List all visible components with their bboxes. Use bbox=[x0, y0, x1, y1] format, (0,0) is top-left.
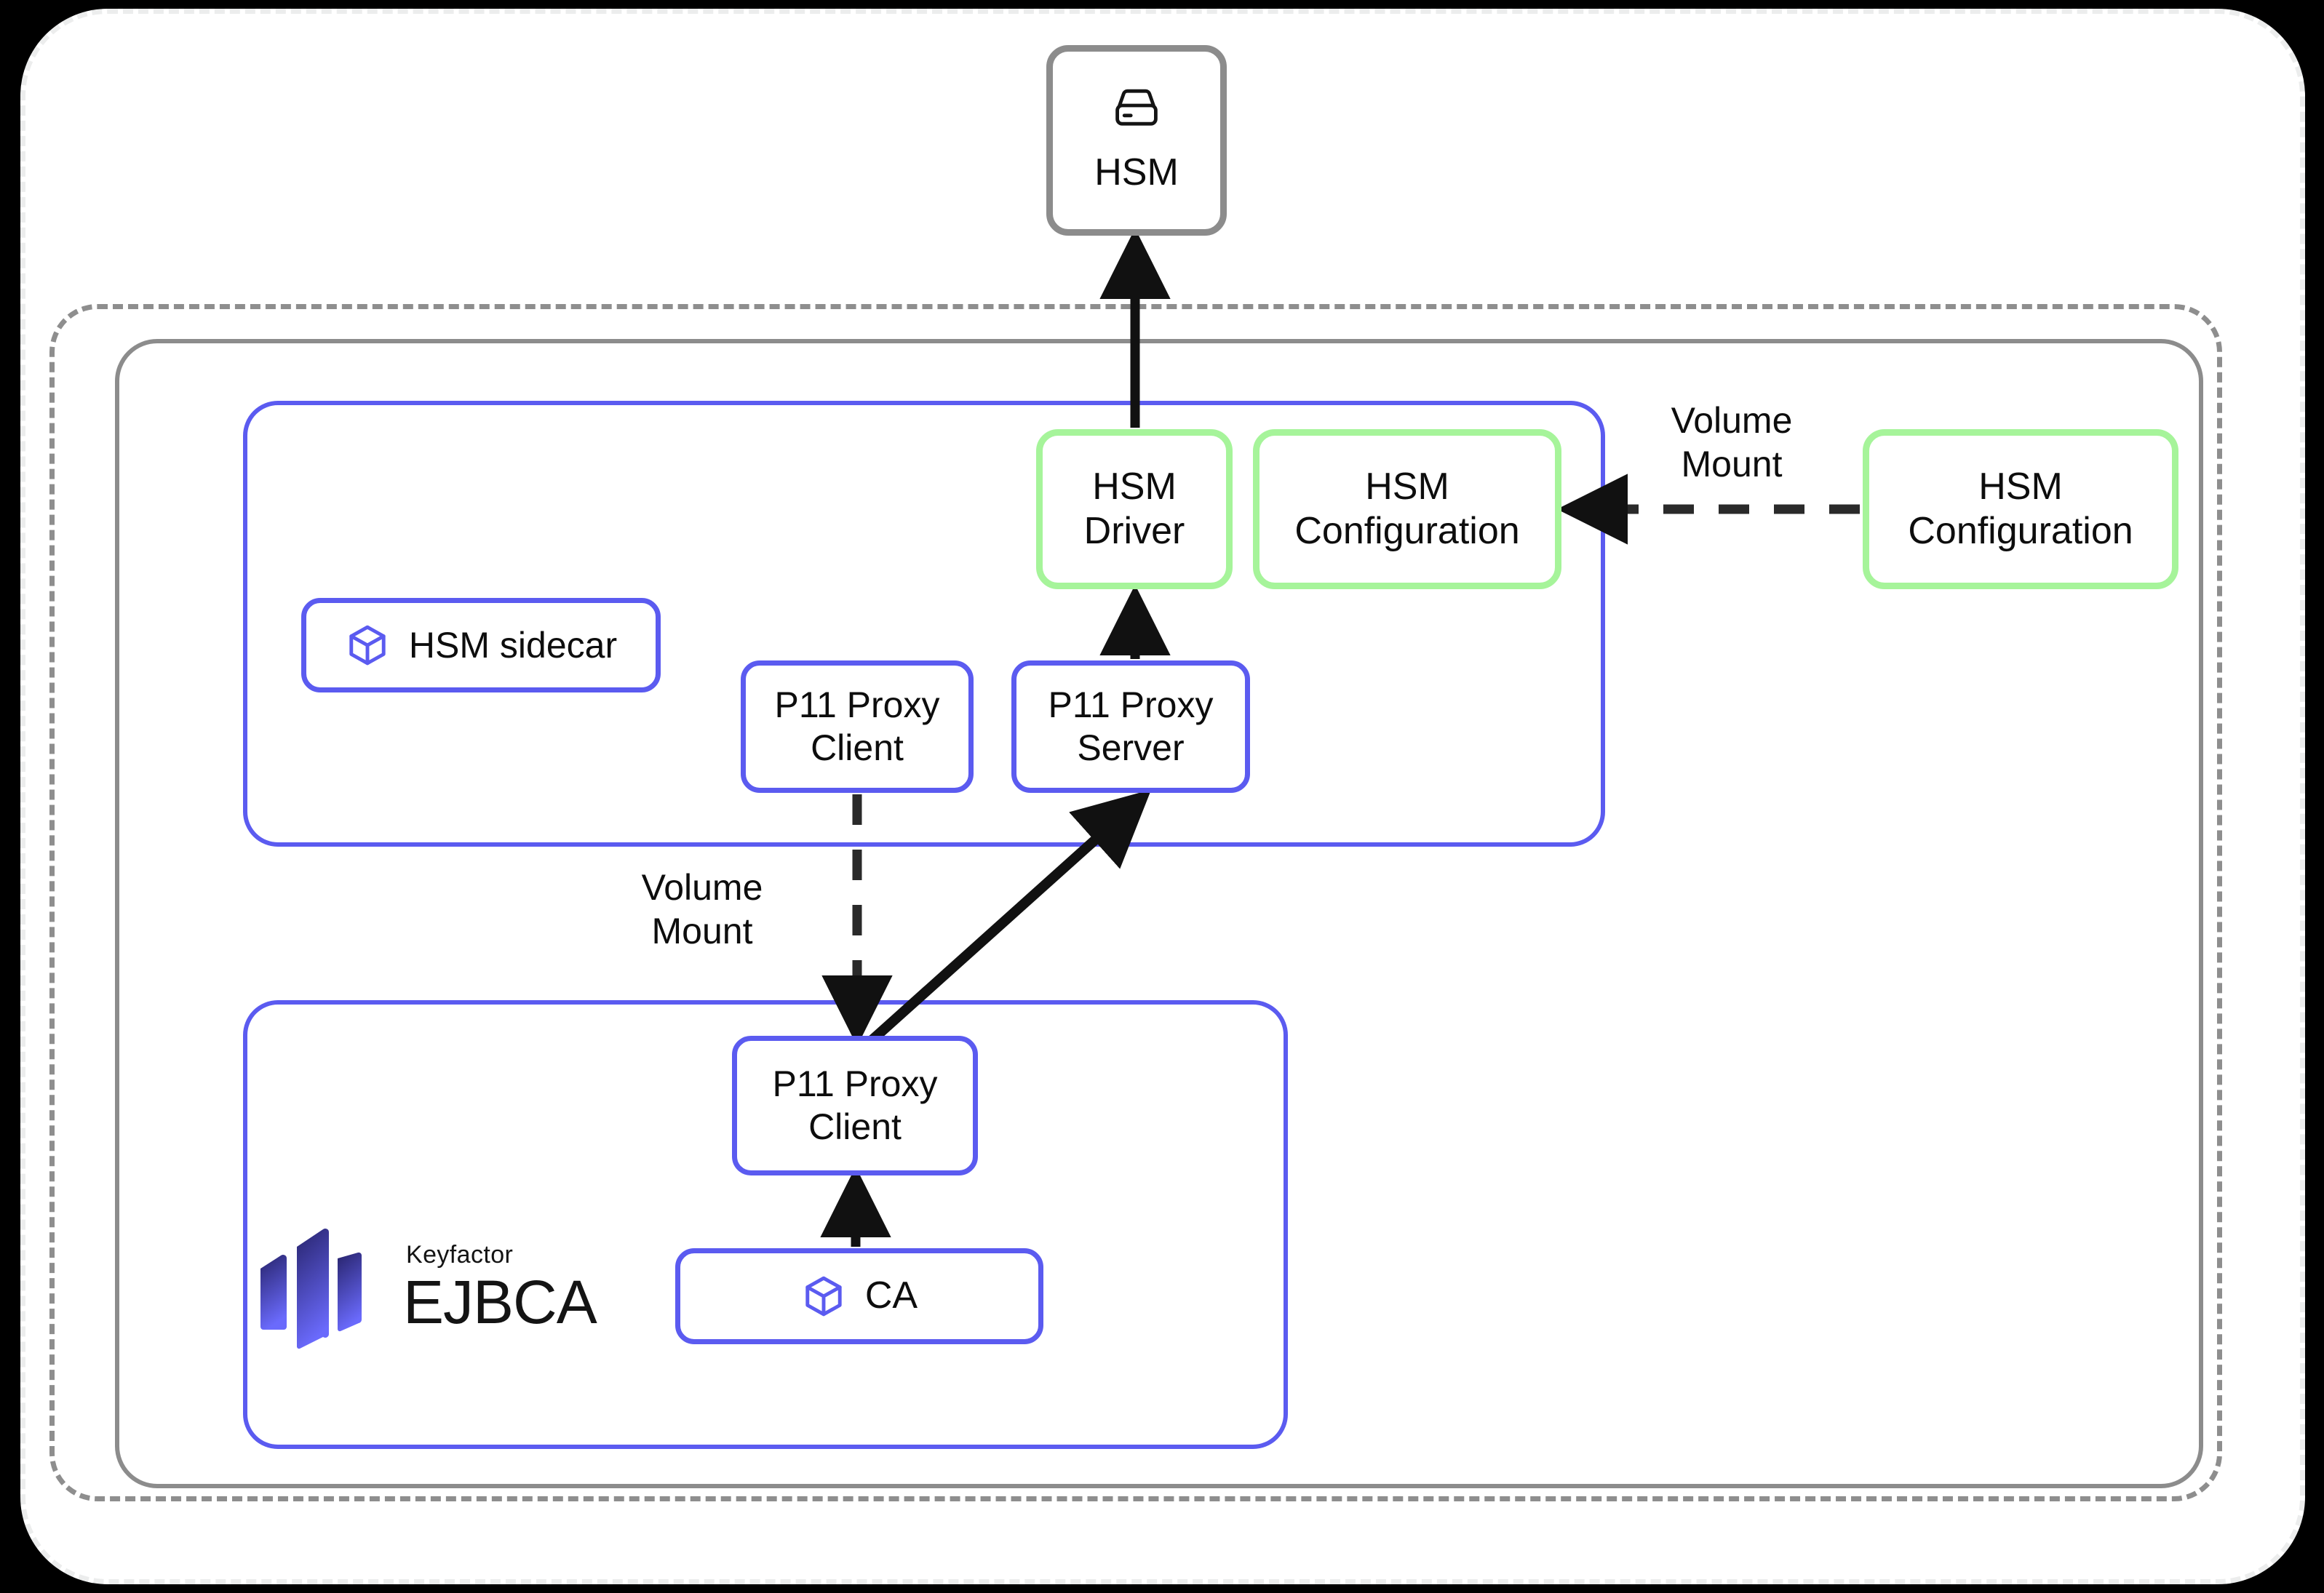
node-ca-label: CA bbox=[864, 1274, 918, 1317]
node-p11-proxy-server-label: P11 Proxy Server bbox=[1048, 684, 1214, 768]
node-hsm-label: HSM bbox=[1094, 151, 1179, 193]
node-hsm-configuration-outer[interactable]: HSM Configuration bbox=[1863, 429, 2178, 589]
node-p11-proxy-server[interactable]: P11 Proxy Server bbox=[1011, 660, 1250, 793]
node-p11-proxy-client-top[interactable]: P11 Proxy Client bbox=[741, 660, 974, 793]
keyfactor-ejbca-logo: Keyfactor EJBCA bbox=[256, 1215, 634, 1360]
node-p11-proxy-client-top-label: P11 Proxy Client bbox=[774, 684, 940, 768]
node-hsm-driver-label: HSM Driver bbox=[1083, 465, 1185, 552]
ejbca-group bbox=[243, 1000, 1288, 1449]
pod-boundary-solid bbox=[115, 339, 2203, 1488]
node-hsm[interactable]: HSM bbox=[1046, 45, 1227, 236]
edge-label-volume-mount-right: Volume Mount bbox=[1671, 400, 1793, 484]
cube-icon bbox=[345, 623, 390, 668]
hard-drive-icon bbox=[1110, 86, 1163, 140]
logo-brand-text: Keyfactor bbox=[406, 1241, 514, 1269]
node-ca[interactable]: CA bbox=[675, 1248, 1043, 1344]
node-hsm-configuration-inner-label: HSM Configuration bbox=[1294, 465, 1520, 552]
keyfactor-mark-icon bbox=[256, 1223, 381, 1352]
node-hsm-sidecar-label: HSM sidecar bbox=[408, 624, 618, 666]
node-p11-proxy-client-bottom[interactable]: P11 Proxy Client bbox=[732, 1036, 978, 1175]
node-p11-proxy-client-bottom-label: P11 Proxy Client bbox=[772, 1063, 938, 1147]
cube-icon bbox=[801, 1274, 846, 1319]
node-hsm-configuration-inner[interactable]: HSM Configuration bbox=[1253, 429, 1561, 589]
edge-label-volume-mount-middle: Volume Mount bbox=[641, 867, 763, 951]
node-hsm-configuration-outer-label: HSM Configuration bbox=[1908, 465, 2133, 552]
logo-product-text: EJBCA bbox=[403, 1268, 597, 1336]
node-hsm-driver[interactable]: HSM Driver bbox=[1036, 429, 1233, 589]
node-hsm-sidecar[interactable]: HSM sidecar bbox=[301, 598, 661, 692]
